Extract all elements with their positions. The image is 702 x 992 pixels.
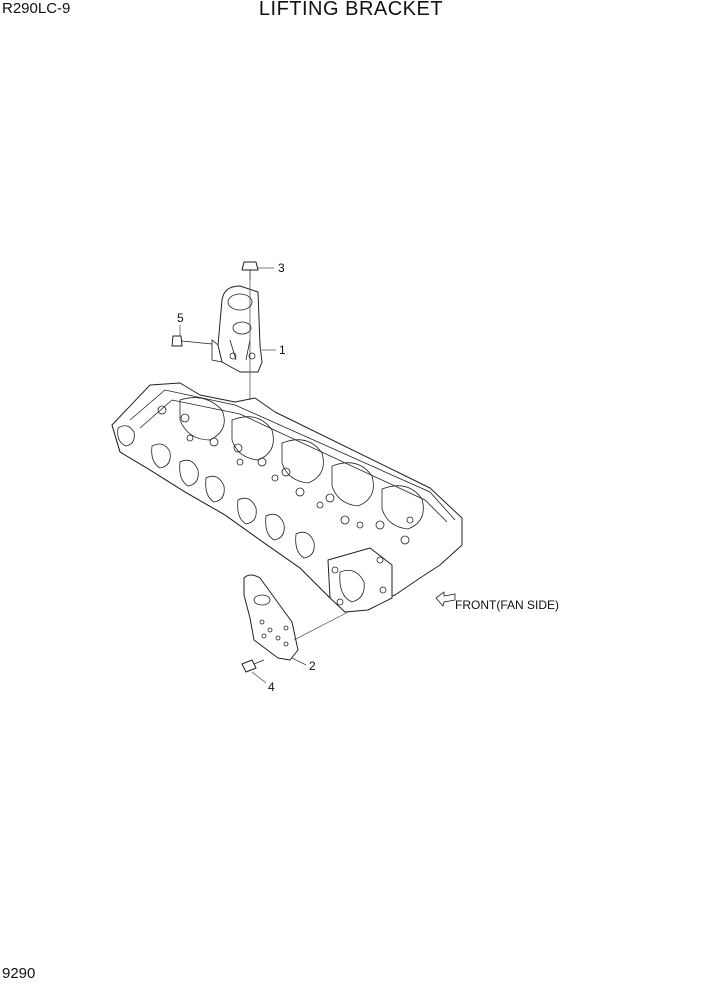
callout-4: 4 (268, 680, 275, 694)
callout-1: 1 (279, 343, 286, 357)
leader-line-2 (291, 657, 307, 666)
orientation-label: FRONT(FAN SIDE) (455, 598, 559, 612)
model-code: R290LC-9 (2, 0, 71, 17)
bolt-side (171, 335, 213, 347)
bolt-top (241, 261, 259, 280)
callout-5: 5 (177, 311, 184, 325)
callout-2: 2 (309, 659, 316, 673)
lifting-plate-lower (243, 574, 299, 661)
callout-3: 3 (278, 261, 285, 275)
page-number: 9290 (2, 965, 36, 982)
cylinder-head (111, 382, 463, 613)
bolt-lower (241, 659, 265, 673)
lifting-bracket-top (211, 285, 263, 373)
page-title: LIFTING BRACKET (258, 0, 444, 20)
assembly-line-lower (293, 611, 349, 641)
leader-line-4 (251, 671, 267, 684)
front-arrow-icon (435, 591, 456, 607)
